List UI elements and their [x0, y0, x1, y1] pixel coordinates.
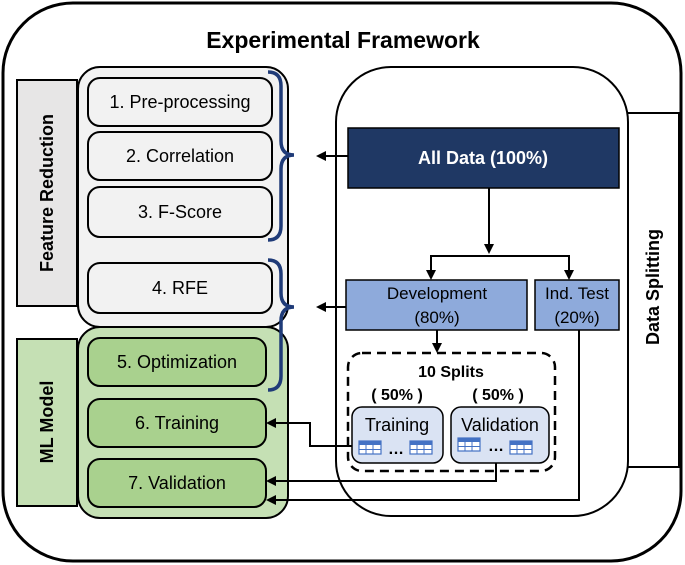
diagram-title: Experimental Framework	[206, 27, 480, 53]
brace-filter-methods	[267, 70, 295, 242]
training-percent: ( 50% )	[371, 387, 423, 404]
step-fscore: 3. F-Score	[138, 202, 222, 222]
data-splitting-label: Data Splitting	[643, 229, 663, 345]
split-validation-label: Validation	[461, 415, 539, 435]
split-training-label: Training	[365, 415, 429, 435]
table-icon	[509, 440, 533, 455]
table-icon	[358, 440, 382, 455]
arrow-validation-split-to-validation	[266, 463, 497, 486]
ind-test-percent: (20%)	[554, 308, 599, 327]
step-preprocessing: 1. Pre-processing	[109, 92, 250, 112]
step-correlation: 2. Correlation	[126, 146, 234, 166]
development-box	[345, 279, 528, 331]
all-data-box	[347, 127, 620, 189]
validation-ellipsis: …	[488, 438, 504, 455]
ml-model-label: ML Model	[37, 381, 57, 464]
step-rfe-box	[87, 262, 273, 314]
training-ellipsis: …	[388, 441, 404, 458]
feature-reduction-label: Feature Reduction	[37, 114, 57, 272]
development-percent: (80%)	[414, 308, 459, 327]
all-data-label: All Data (100%)	[418, 148, 548, 168]
step-optimization: 5. Optimization	[117, 352, 237, 372]
step-training: 6. Training	[135, 413, 219, 433]
table-icon	[409, 440, 433, 455]
step-rfe: 4. RFE	[152, 278, 208, 298]
validation-percent: ( 50% )	[472, 387, 524, 404]
feature-reduction-label-box	[16, 79, 78, 307]
development-label: Development	[387, 284, 487, 303]
data-splitting-label-box	[626, 112, 680, 468]
step-preprocessing-box	[87, 77, 273, 127]
ind-test-box	[534, 279, 620, 331]
ml-model-label-box	[16, 338, 78, 507]
step-fscore-box	[87, 186, 273, 238]
splits-title: 10 Splits	[418, 364, 484, 381]
ind-test-label: Ind. Test	[545, 284, 609, 303]
arrow-training-split-to-training	[266, 418, 352, 447]
step-optimization-box	[87, 337, 267, 387]
step-correlation-box	[87, 131, 273, 181]
brace-wrapper-methods	[267, 258, 295, 392]
step-validation: 7. Validation	[128, 473, 226, 493]
arrow-ind-test-to-validation	[266, 330, 580, 505]
table-icon	[457, 437, 481, 452]
